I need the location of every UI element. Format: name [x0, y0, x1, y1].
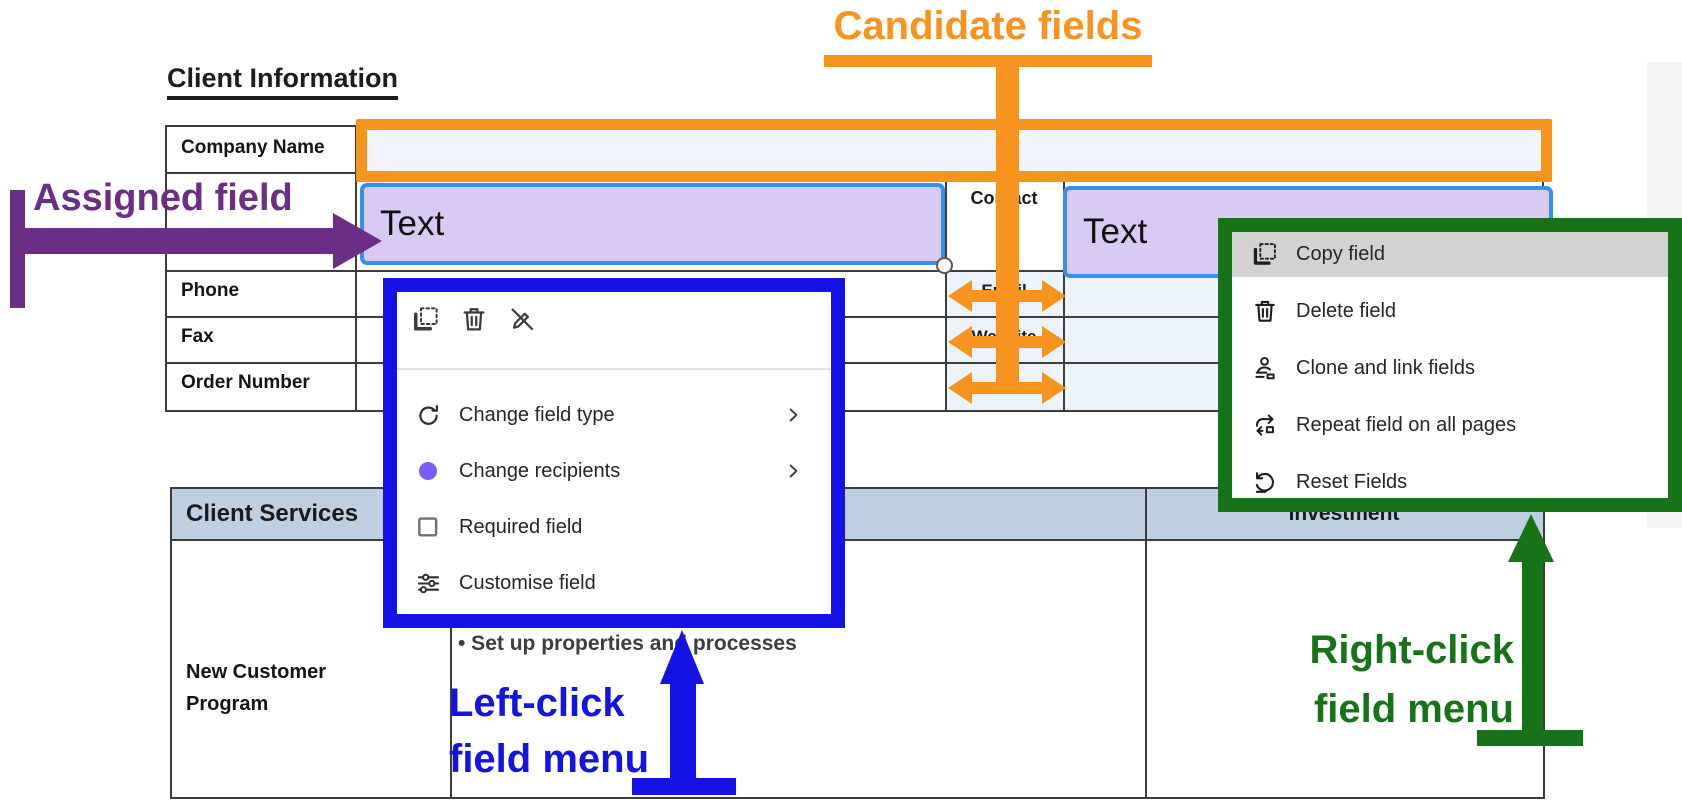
sliders-icon: [413, 568, 443, 598]
candidate-arrow-website: [948, 326, 1066, 358]
candidate-field-company[interactable]: [356, 119, 1552, 182]
candidate-arrow-email: [948, 280, 1066, 312]
copy-field-icon: [1250, 239, 1280, 269]
reset-icon: [1250, 467, 1280, 497]
assigned-field-label: Text: [1083, 212, 1148, 251]
candidate-underline: [824, 55, 1152, 67]
table-line: [1145, 489, 1147, 797]
refresh-icon: [413, 400, 443, 430]
left-click-arrow-shaft: [670, 682, 696, 780]
copy-field-icon[interactable]: [411, 304, 441, 334]
row-label-program-1: New Customer: [186, 661, 327, 683]
menu-item-reset-fields[interactable]: Reset Fields: [1232, 462, 1668, 502]
left-click-arrow-head: [660, 630, 704, 684]
field-resize-handle[interactable]: [936, 257, 953, 274]
right-click-label-line2: field menu: [1313, 687, 1514, 731]
recipient-dot-icon: [413, 456, 443, 486]
menu-item-label: Change field type: [459, 403, 615, 426]
chevron-right-icon: [783, 405, 803, 425]
doc-heading: Client Information: [167, 63, 398, 100]
menu-item-label: Change recipients: [459, 459, 621, 482]
table-line: [167, 270, 1542, 272]
repeat-pages-icon: [1250, 410, 1280, 440]
menu-item-label: Required field: [459, 515, 583, 538]
assigned-arrow-shaft: [10, 228, 334, 254]
menu-item-delete-field[interactable]: Delete field: [1232, 291, 1668, 331]
delete-field-icon: [1250, 296, 1280, 326]
clone-stamp-icon: [1250, 353, 1280, 383]
chevron-right-icon: [783, 461, 803, 481]
menu-item-customise-field[interactable]: Customise field: [397, 563, 831, 603]
menu-item-label: Customise field: [459, 571, 596, 594]
menu-item-label: Copy field: [1296, 242, 1385, 265]
menu-item-repeat-field-all-pages[interactable]: Repeat field on all pages: [1232, 405, 1668, 445]
selected-row-highlight: [1232, 232, 1668, 277]
left-click-label-line2: field menu: [449, 737, 650, 781]
table-line: [167, 362, 1542, 364]
candidate-fields-label: Candidate fields: [833, 4, 1143, 48]
row-label-company: Company Name: [181, 137, 325, 158]
assigned-field-label-annotation: Assigned field: [33, 177, 293, 219]
menu-item-copy-field[interactable]: Copy field: [1232, 234, 1668, 274]
menu-item-change-recipients[interactable]: Change recipients: [397, 451, 831, 491]
row-label-program-2: Program: [186, 693, 269, 715]
right-click-arrow-base: [1477, 730, 1583, 746]
row-label-phone: Phone: [181, 280, 240, 301]
header-client-services: Client Services: [186, 500, 359, 527]
row-label-fax: Fax: [181, 326, 214, 347]
assigned-field-label: Text: [380, 204, 445, 243]
row-label-order: Order Number: [181, 372, 310, 393]
menu-divider: [397, 368, 831, 370]
bullet-set-up-properties: • Set up properties and processes: [458, 632, 797, 655]
menu-item-label: Clone and link fields: [1296, 356, 1475, 379]
right-click-field-menu: Copy field Delete field Clone and li: [1218, 218, 1682, 512]
right-click-label-line1: Right-click: [1309, 628, 1514, 672]
menu-item-label: Repeat field on all pages: [1296, 413, 1517, 436]
checkbox-icon[interactable]: [413, 512, 443, 542]
candidate-arrow-order: [948, 372, 1066, 404]
candidate-pointer-stem: [996, 62, 1019, 394]
left-click-arrow-base: [632, 778, 736, 795]
right-click-arrow-head: [1508, 514, 1554, 562]
menu-item-label: Delete field: [1296, 299, 1397, 322]
table-line: [450, 489, 452, 797]
assigned-arrow-head: [333, 213, 382, 269]
delete-field-icon[interactable]: [459, 304, 489, 334]
menu-item-clone-link-fields[interactable]: Clone and link fields: [1232, 348, 1668, 388]
assigned-field-1[interactable]: Text: [360, 183, 945, 265]
table-line: [167, 316, 1542, 318]
right-click-arrow-shaft: [1522, 560, 1543, 732]
menu-item-change-field-type[interactable]: Change field type: [397, 395, 831, 435]
menu-item-label: Reset Fields: [1296, 470, 1408, 493]
left-click-label-line1: Left-click: [449, 681, 625, 725]
left-click-field-menu: Change field type Change recipients: [383, 278, 845, 628]
menu-item-required-field[interactable]: Required field: [397, 507, 831, 547]
pen-slash-icon[interactable]: [507, 304, 537, 334]
